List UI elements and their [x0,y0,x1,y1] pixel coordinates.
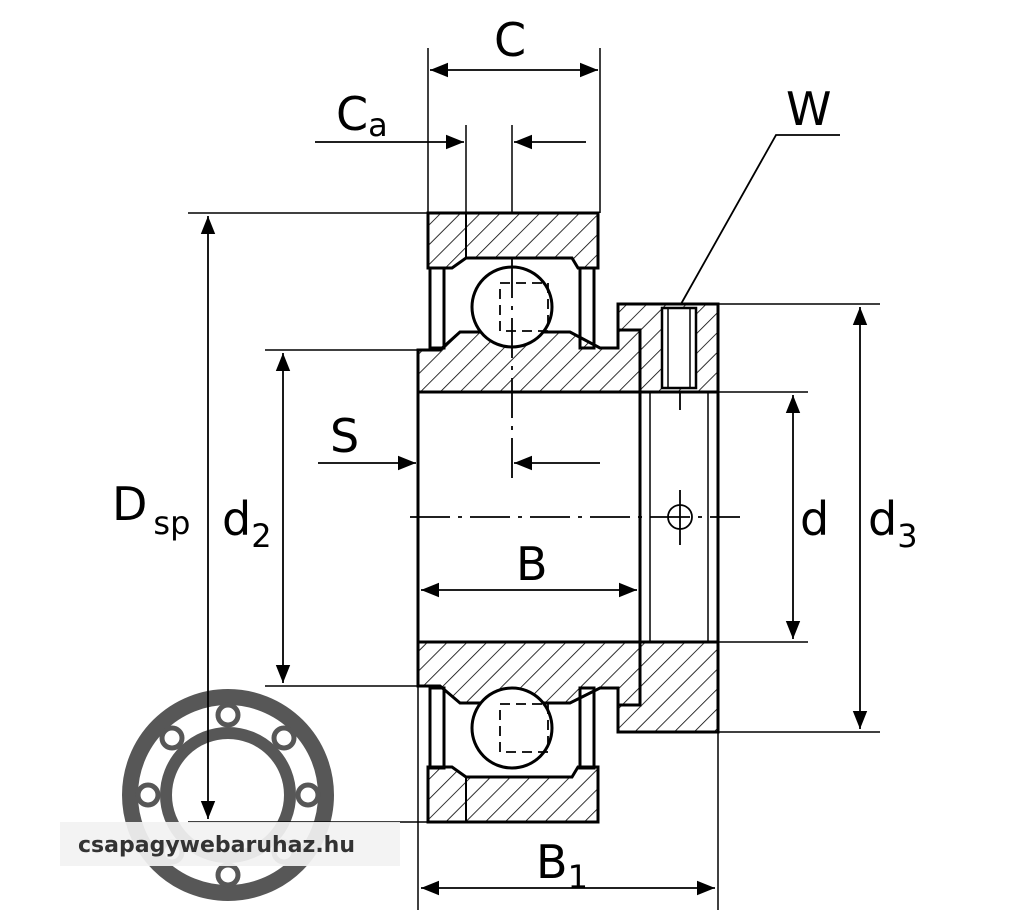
inner-ring-top [416,328,642,394]
label-W: W [786,82,831,136]
watermark-text: csapagywebaruhaz.hu [78,833,355,858]
seals [428,266,596,770]
label-Ca-sub: a [368,106,388,144]
label-B1: B1 [536,835,588,896]
outer-ring-top [426,211,600,270]
label-d3-sub: 3 [897,517,917,555]
rolling-balls [470,265,554,770]
dimension-lines [200,62,868,896]
center-lines [410,258,740,545]
label-d: d [800,492,829,546]
label-S: S [330,409,359,463]
label-d2: d2 [222,492,272,555]
label-Ca: Ca [336,87,388,144]
label-d3-main: d [868,492,897,546]
outer-ring-bottom [426,765,600,824]
label-B: B [516,537,548,591]
label-Dsp-sub: sp [153,504,190,542]
label-d3: d3 [868,492,918,555]
set-screw [660,306,698,390]
label-B1-sub: 1 [568,858,588,896]
watermark-banner: csapagywebaruhaz.hu [60,822,400,866]
label-d2-sub: 2 [251,517,271,555]
label-Dsp-main: D [112,477,147,531]
label-B1-main: B [536,835,568,889]
label-Ca-main: C [336,87,368,141]
label-d2-main: d [222,492,251,546]
label-C: C [494,13,526,67]
